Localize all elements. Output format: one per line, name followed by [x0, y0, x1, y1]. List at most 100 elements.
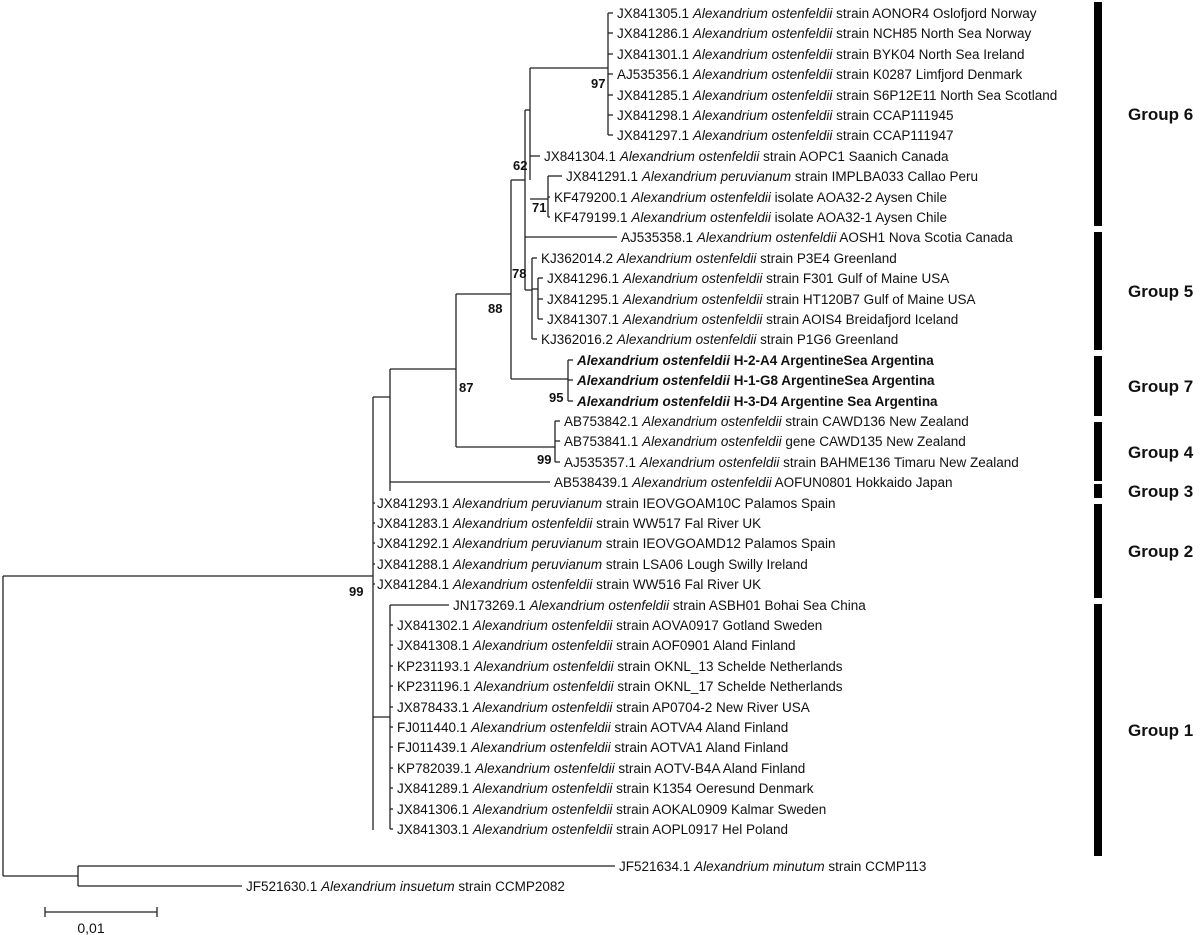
taxon-accession: KJ362014.2: [541, 251, 617, 266]
taxon-label: KJ362016.2 Alexandrium ostenfeldii strai…: [541, 332, 898, 347]
taxon-species: Alexandrium ostenfeldii: [622, 292, 764, 307]
taxon-accession: AJ535356.1: [617, 67, 693, 82]
taxon-details: strain K1354 Oeresund Denmark: [612, 781, 813, 796]
taxon-species: Alexandrium ostenfeldii: [692, 108, 834, 123]
group-label: Group 2: [1128, 542, 1193, 561]
taxon-species: Alexandrium ostenfeldii: [473, 659, 615, 674]
group-bar: [1094, 2, 1102, 226]
taxon-details: strain OKNL_17 Schelde Netherlands: [614, 679, 843, 694]
taxon-species: Alexandrium ostenfeldii: [692, 67, 834, 82]
bootstrap-value: 87: [459, 380, 473, 395]
taxon-species: Alexandrium ostenfeldii: [622, 312, 764, 327]
taxon-details: AOFUN0801 Hokkaido Japan: [772, 475, 953, 490]
taxon-accession: JX841307.1: [547, 312, 623, 327]
taxon-species: Alexandrium ostenfeldii: [641, 414, 783, 429]
taxon-accession: FJ011440.1: [397, 720, 471, 735]
taxon-accession: JX841296.1: [547, 271, 623, 286]
taxon-accession: JX841289.1: [397, 781, 473, 796]
taxon-details: strain CCMP2082: [455, 879, 565, 894]
taxon-species: Alexandrium ostenfeldii: [576, 353, 730, 368]
taxon-details: strain S6P12E11 North Sea Scotland: [832, 88, 1057, 103]
tree-branches: [2, 12, 617, 887]
taxon-accession: JX841284.1: [377, 577, 453, 592]
taxon-details: strain BYK04 North Sea Ireland: [832, 47, 1024, 62]
taxon-accession: KF479200.1: [554, 190, 631, 205]
taxon-species: Alexandrium ostenfeldii: [692, 47, 834, 62]
taxon-accession: AJ535358.1: [621, 230, 697, 245]
taxon-species: Alexandrium minutum: [693, 859, 825, 874]
taxon-label: JX841308.1 Alexandrium ostenfeldii strai…: [397, 638, 796, 653]
taxon-species: Alexandrium ostenfeldii: [452, 577, 594, 592]
taxon-species: Alexandrium ostenfeldii: [631, 475, 773, 490]
taxon-details: strain AOTVA1 Aland Finland: [611, 740, 789, 755]
bootstrap-value: 99: [537, 452, 551, 467]
taxon-accession: KP231193.1: [397, 659, 474, 674]
taxon-label: JX841303.1 Alexandrium ostenfeldii strai…: [397, 822, 788, 837]
taxon-accession: JX841303.1: [397, 822, 473, 837]
taxon-species: Alexandrium ostenfeldii: [452, 516, 594, 531]
taxon-label: AJ535357.1 Alexandrium ostenfeldii strai…: [564, 455, 1019, 470]
taxon-accession: JX841297.1: [617, 128, 693, 143]
taxon-accession: JX841301.1: [617, 47, 693, 62]
taxon-species: Alexandrium ostenfeldii: [639, 455, 781, 470]
taxon-label: JX841306.1 Alexandrium ostenfeldii strai…: [397, 802, 826, 817]
taxon-accession: JX841308.1: [397, 638, 473, 653]
group-bar: [1094, 232, 1102, 350]
taxon-accession: JX878433.1: [397, 700, 473, 715]
taxon-label: JX878433.1 Alexandrium ostenfeldii strai…: [397, 700, 810, 715]
taxon-species: Alexandrium ostenfeldii: [576, 373, 730, 388]
taxon-details: strain OKNL_13 Schelde Netherlands: [614, 659, 843, 674]
taxon-accession: JX841286.1: [617, 26, 693, 41]
taxon-label: JX841293.1 Alexandrium peruvianum strain…: [377, 496, 835, 511]
taxon-label: Alexandrium ostenfeldii H-3-D4 Argentine…: [576, 394, 938, 409]
scale-bar: 0,01: [44, 907, 158, 935]
taxon-species: Alexandrium ostenfeldii: [692, 128, 834, 143]
taxon-details: strain LSA06 Lough Swilly Ireland: [602, 557, 808, 572]
group-bar: [1094, 604, 1102, 856]
taxon-label: JX841301.1 Alexandrium ostenfeldii strai…: [617, 47, 1025, 62]
taxon-details: strain CCMP113: [825, 859, 927, 874]
taxon-accession: KP231196.1: [397, 679, 474, 694]
taxon-details: strain ASBH01 Bohai Sea China: [669, 598, 866, 613]
taxon-species: Alexandrium ostenfeldii: [630, 210, 772, 225]
taxon-label: AJ535356.1 Alexandrium ostenfeldii strai…: [617, 67, 1022, 82]
taxon-species: Alexandrium ostenfeldii: [472, 700, 614, 715]
taxon-species: Alexandrium ostenfeldii: [630, 190, 772, 205]
taxon-label: Alexandrium ostenfeldii H-2-A4 Argentine…: [576, 353, 934, 368]
taxon-label: JX841288.1 Alexandrium peruvianum strain…: [377, 557, 808, 572]
taxon-label: JX841295.1 Alexandrium ostenfeldii strai…: [547, 292, 975, 307]
group-bar: [1094, 422, 1102, 481]
taxon-details: strain WW517 Fal River UK: [592, 516, 761, 531]
taxon-details: AOSH1 Nova Scotia Canada: [836, 230, 1013, 245]
taxon-label: FJ011439.1 Alexandrium ostenfeldii strai…: [397, 740, 788, 755]
bootstrap-value: 97: [591, 76, 605, 91]
bootstrap-value: 88: [488, 301, 502, 316]
taxon-label: JX841283.1 Alexandrium ostenfeldii strai…: [377, 516, 761, 531]
taxon-label: KP231193.1 Alexandrium ostenfeldii strai…: [397, 659, 843, 674]
taxon-details: strain AOPC1 Saanich Canada: [759, 149, 949, 164]
taxon-label: JX841289.1 Alexandrium ostenfeldii strai…: [397, 781, 814, 796]
taxon-accession: AB538439.1: [554, 475, 632, 490]
taxon-accession: AB753842.1: [564, 414, 642, 429]
taxon-label: JF521630.1 Alexandrium insuetum strain C…: [246, 879, 565, 894]
taxon-details: strain P1G6 Greenland: [756, 332, 898, 347]
taxon-species: Alexandrium ostenfeldii: [692, 6, 834, 21]
taxon-label: JX841297.1 Alexandrium ostenfeldii strai…: [617, 128, 953, 143]
taxon-details: strain WW516 Fal River UK: [592, 577, 761, 592]
taxon-details: strain NCH85 North Sea Norway: [832, 26, 1031, 41]
taxon-label: JX841286.1 Alexandrium ostenfeldii strai…: [617, 26, 1031, 41]
taxon-details: strain AOIS4 Breidafjord Iceland: [762, 312, 958, 327]
taxon-details: strain AONOR4 Oslofjord Norway: [832, 6, 1036, 21]
taxon-label: AJ535358.1 Alexandrium ostenfeldii AOSH1…: [621, 230, 1013, 245]
taxon-species: Alexandrium ostenfeldii: [472, 802, 614, 817]
taxon-species: Alexandrium peruvianum: [452, 536, 602, 551]
taxon-accession: AB753841.1: [564, 434, 642, 449]
taxon-details: strain CAWD136 New Zealand: [782, 414, 969, 429]
taxon-accession: JX841293.1: [377, 496, 453, 511]
group-label: Group 3: [1128, 482, 1193, 501]
taxon-species: Alexandrium ostenfeldii: [472, 822, 614, 837]
group-label: Group 6: [1128, 105, 1193, 124]
